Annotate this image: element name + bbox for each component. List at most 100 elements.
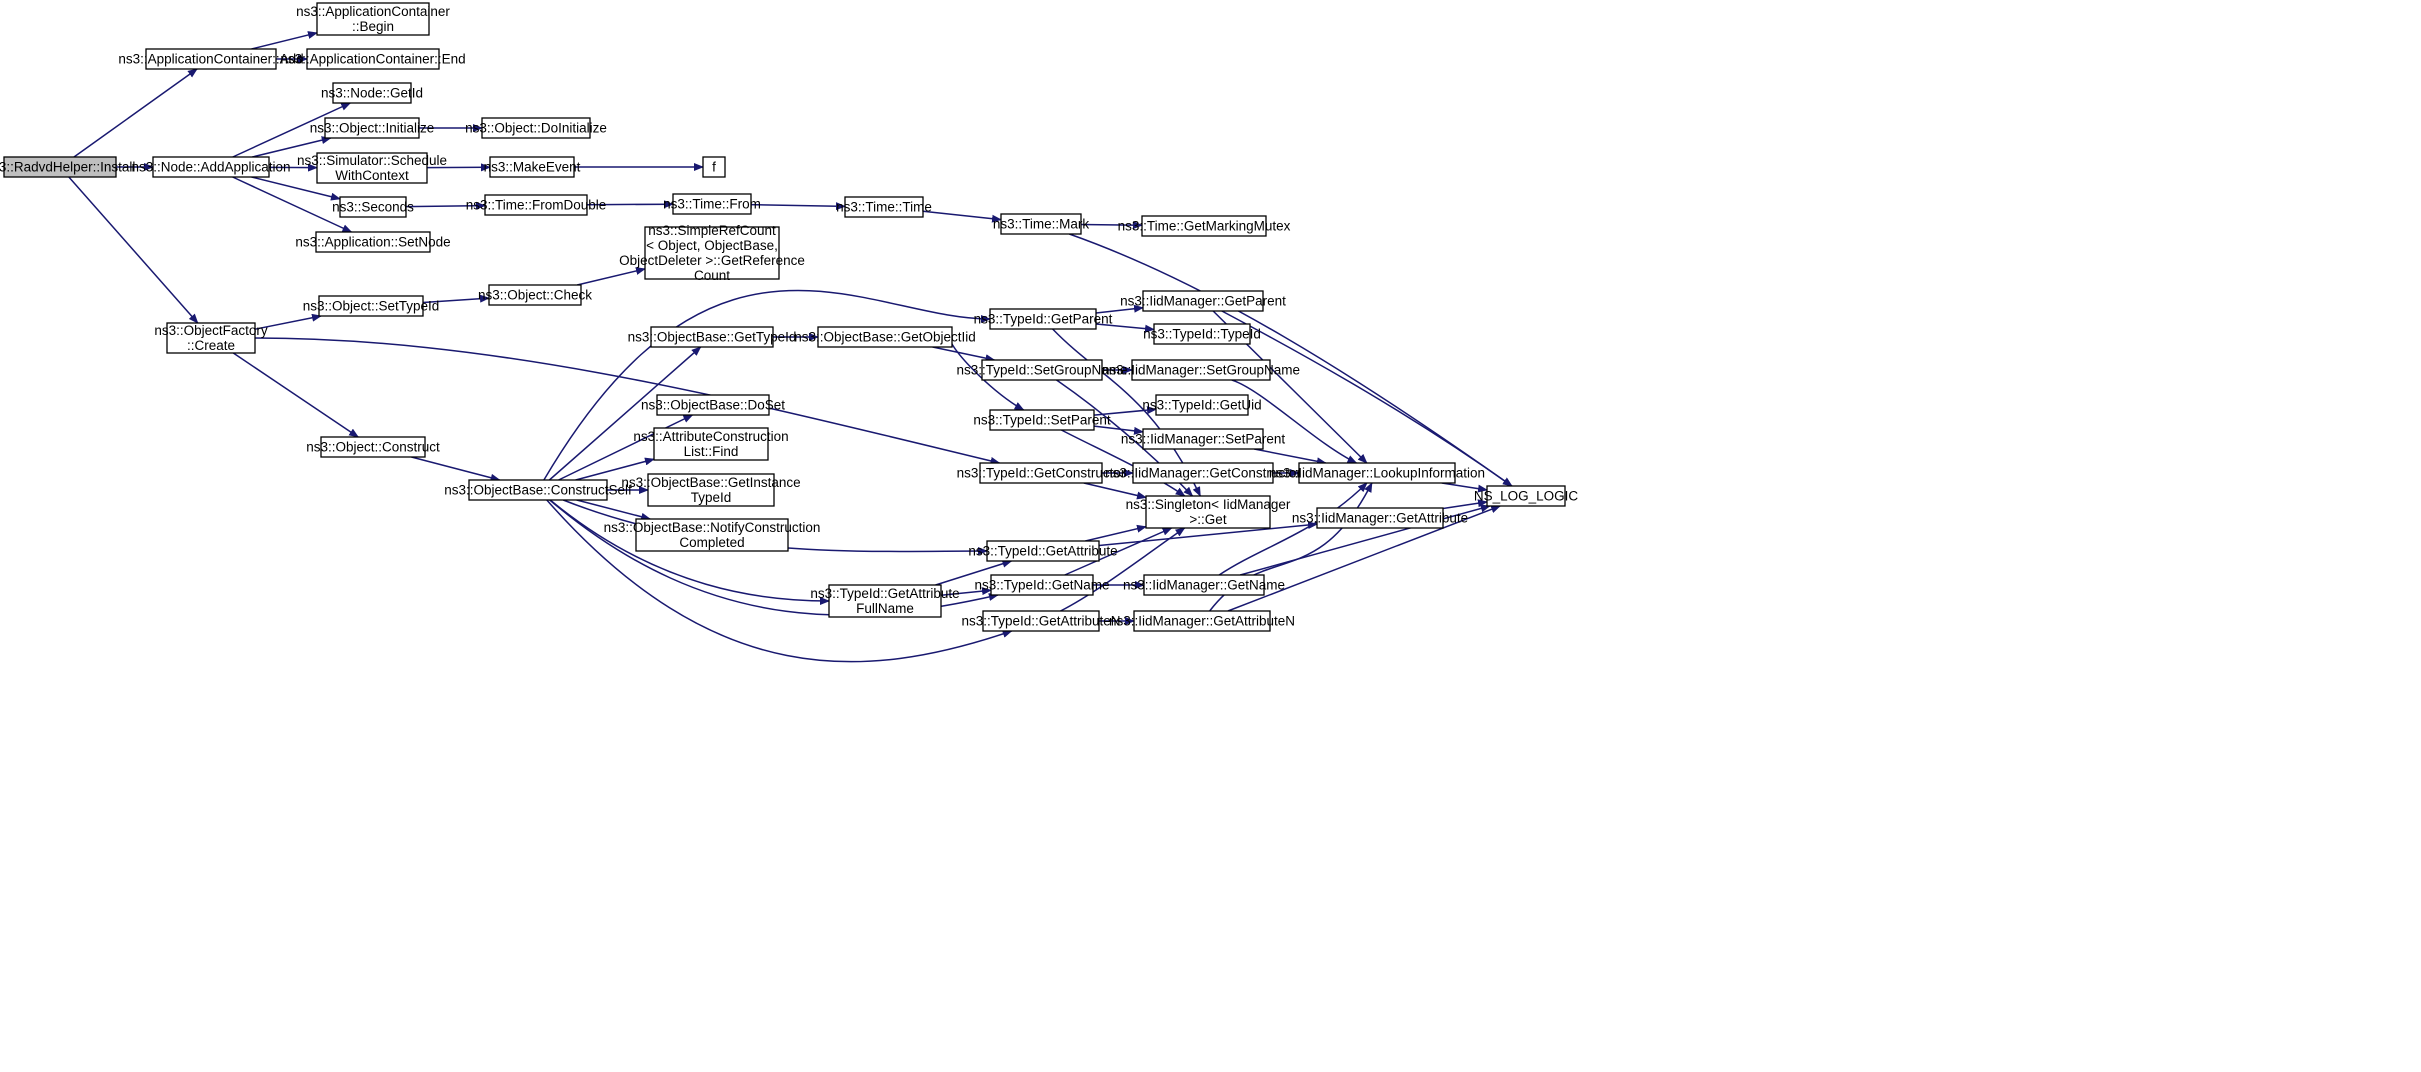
edge-time_from-to-time_time xyxy=(750,202,846,211)
node-obj_settypeid[interactable]: ns3::Object::SetTypeId xyxy=(303,295,440,317)
edge-time_mark-to-ns_log_logic xyxy=(1069,233,1513,487)
node-ob_notify[interactable]: ns3::ObjectBase::NotifyConstructionCompl… xyxy=(604,518,821,552)
node-label: ns3::Node::GetId xyxy=(321,86,423,101)
edge-ob_constructself-to-tid_getname xyxy=(549,499,999,616)
edge-time_mark-to-time_mutex xyxy=(1080,221,1143,230)
node-ob_constructself[interactable]: ns3::ObjectBase::ConstructSelf xyxy=(444,479,632,501)
node-ns_log_logic[interactable]: NS_LOG_LOGIC xyxy=(1474,485,1579,507)
node-box xyxy=(1000,213,1082,235)
node-iid_setparent[interactable]: ns3::IidManager::SetParent xyxy=(1121,428,1286,450)
node-tid_setparent[interactable]: ns3::TypeId::SetParent xyxy=(973,409,1111,431)
node-objfactory_create[interactable]: ns3::ObjectFactory::Create xyxy=(154,322,268,354)
node-f[interactable]: f xyxy=(702,156,726,178)
node-iid_lookup[interactable]: ns3::IidManager::LookupInformation xyxy=(1269,462,1485,484)
node-label: WithContext xyxy=(335,168,409,183)
node-label: ns3::ObjectBase::DoSet xyxy=(641,398,785,413)
node-appc_add[interactable]: ns3::ApplicationContainer::Add xyxy=(118,48,304,70)
node-tid_getparent[interactable]: ns3::TypeId::GetParent xyxy=(974,308,1113,330)
edge-tid_getparent-to-tid_typeid xyxy=(1095,323,1155,333)
node-box xyxy=(488,284,582,306)
edge-time_time-to-time_mark xyxy=(922,210,1002,223)
node-node_getid[interactable]: ns3::Node::GetId xyxy=(321,82,423,104)
node-tid_getuid[interactable]: ns3::TypeId::GetUid xyxy=(1142,394,1262,416)
node-label: ns3::RadvdHelper::Install xyxy=(0,160,135,175)
node-box xyxy=(986,540,1100,562)
node-iid_getconstructor[interactable]: ns3::IidManager::GetConstructor xyxy=(1105,462,1301,484)
node-appc_begin[interactable]: ns3::ApplicationContainer::Begin xyxy=(296,2,450,36)
node-tid_setgroupname[interactable]: ns3::TypeId::SetGroupName xyxy=(956,359,1128,381)
node-seconds[interactable]: ns3::Seconds xyxy=(332,196,414,218)
node-time_mutex[interactable]: ns3::Time::GetMarkingMutex xyxy=(1118,215,1291,237)
node-box xyxy=(316,2,430,36)
edge-tid_getattrfullname-to-tid_getname xyxy=(940,587,992,597)
node-box xyxy=(1133,610,1271,632)
node-obj_check[interactable]: ns3::Object::Check xyxy=(478,284,592,306)
node-box xyxy=(468,479,608,501)
node-label: Completed xyxy=(679,535,744,550)
node-app_setnode[interactable]: ns3::Application::SetNode xyxy=(295,231,451,253)
node-box xyxy=(145,48,277,70)
node-iid_getparent[interactable]: ns3::IidManager::GetParent xyxy=(1120,290,1286,312)
node-ob_gettypeid[interactable]: ns3::ObjectBase::GetTypeId xyxy=(628,326,797,348)
node-ob_getobjectiid[interactable]: ns3::ObjectBase::GetObjectIid xyxy=(794,326,976,348)
node-label: ns3::Node::AddApplication xyxy=(131,160,290,175)
node-simplerefcount[interactable]: ns3::SimpleRefCount< Object, ObjectBase,… xyxy=(619,223,805,283)
node-label: ns3::TypeId::GetAttributeN xyxy=(961,614,1120,629)
node-box xyxy=(152,156,270,178)
node-label: ns3::SimpleRefCount xyxy=(648,223,776,238)
node-iid_getname[interactable]: ns3::IidManager::GetName xyxy=(1123,574,1285,596)
node-label: ns3::Singleton< IidManager xyxy=(1126,497,1291,512)
node-install[interactable]: ns3::RadvdHelper::Install xyxy=(0,156,135,178)
node-appc_end[interactable]: ns3::ApplicationContainer::End xyxy=(280,48,466,70)
edge-ob_constructself-to-tid_getattributen xyxy=(546,499,1013,663)
node-tid_getattributen[interactable]: ns3::TypeId::GetAttributeN xyxy=(961,610,1121,632)
node-tid_getconstructor[interactable]: ns3::TypeId::GetConstructor xyxy=(957,462,1126,484)
node-box xyxy=(979,462,1103,484)
node-box xyxy=(1316,507,1444,529)
node-label: f xyxy=(712,160,716,175)
node-label: ns3::Seconds xyxy=(332,200,414,215)
node-box xyxy=(489,156,575,178)
edge-tid_getattribute-to-singleton_get xyxy=(1085,524,1147,542)
node-label: ns3::TypeId::GetAttribute xyxy=(810,586,959,601)
node-label: ns3::Application::SetNode xyxy=(295,235,450,250)
node-box xyxy=(1298,462,1456,484)
node-tid_getname[interactable]: ns3::TypeId::GetName xyxy=(974,574,1110,596)
node-obj_construct[interactable]: ns3::Object::Construct xyxy=(306,436,440,458)
node-label: ::Create xyxy=(187,338,235,353)
node-label: ns3::IidManager::GetConstructor xyxy=(1105,466,1301,481)
edge-install-to-appc_add xyxy=(73,68,198,158)
node-label: ns3::Time::Mark xyxy=(993,217,1090,232)
edge-ob_constructself-to-ob_notify xyxy=(576,499,652,521)
node-iid_setgroupname[interactable]: ns3::IidManager::SetGroupName xyxy=(1102,359,1300,381)
node-obj_init[interactable]: ns3::Object::Initialize xyxy=(310,117,435,139)
node-label: ns3::ApplicationContainer xyxy=(296,4,450,19)
node-singleton_get[interactable]: ns3::Singleton< IidManager>::Get xyxy=(1126,495,1291,529)
node-node_addapp[interactable]: ns3::Node::AddApplication xyxy=(131,156,291,178)
node-iid_getattribute[interactable]: ns3::IidManager::GetAttribute xyxy=(1292,507,1468,529)
node-time_time[interactable]: ns3::Time::Time xyxy=(836,196,932,218)
node-makeevent[interactable]: ns3::MakeEvent xyxy=(484,156,581,178)
node-box xyxy=(481,117,591,139)
edge-iid_getattributen-to-ns_log_logic xyxy=(1227,505,1502,612)
node-time_fromdouble[interactable]: ns3::Time::FromDouble xyxy=(466,194,607,216)
node-label: ns3::IidManager::GetAttributeN xyxy=(1109,614,1295,629)
node-box xyxy=(635,518,789,552)
node-time_mark[interactable]: ns3::Time::Mark xyxy=(993,213,1090,235)
node-ob_doset[interactable]: ns3::ObjectBase::DoSet xyxy=(641,394,785,416)
node-box xyxy=(320,436,426,458)
edge-node_addapp-to-obj_init xyxy=(252,136,332,158)
edge-obj_settypeid-to-obj_check xyxy=(422,294,490,304)
node-time_from[interactable]: ns3::Time::From xyxy=(663,193,761,215)
node-obj_doinit[interactable]: ns3::Object::DoInitialize xyxy=(465,117,607,139)
node-tid_getattribute[interactable]: ns3::TypeId::GetAttribute xyxy=(968,540,1118,562)
node-iid_getattributen[interactable]: ns3::IidManager::GetAttributeN xyxy=(1109,610,1295,632)
node-box xyxy=(1145,495,1271,529)
node-tid_typeid[interactable]: ns3::TypeId::TypeId xyxy=(1143,323,1261,345)
node-label: ns3::ObjectBase::ConstructSelf xyxy=(444,483,632,498)
node-label: ns3::Object::DoInitialize xyxy=(465,121,607,136)
